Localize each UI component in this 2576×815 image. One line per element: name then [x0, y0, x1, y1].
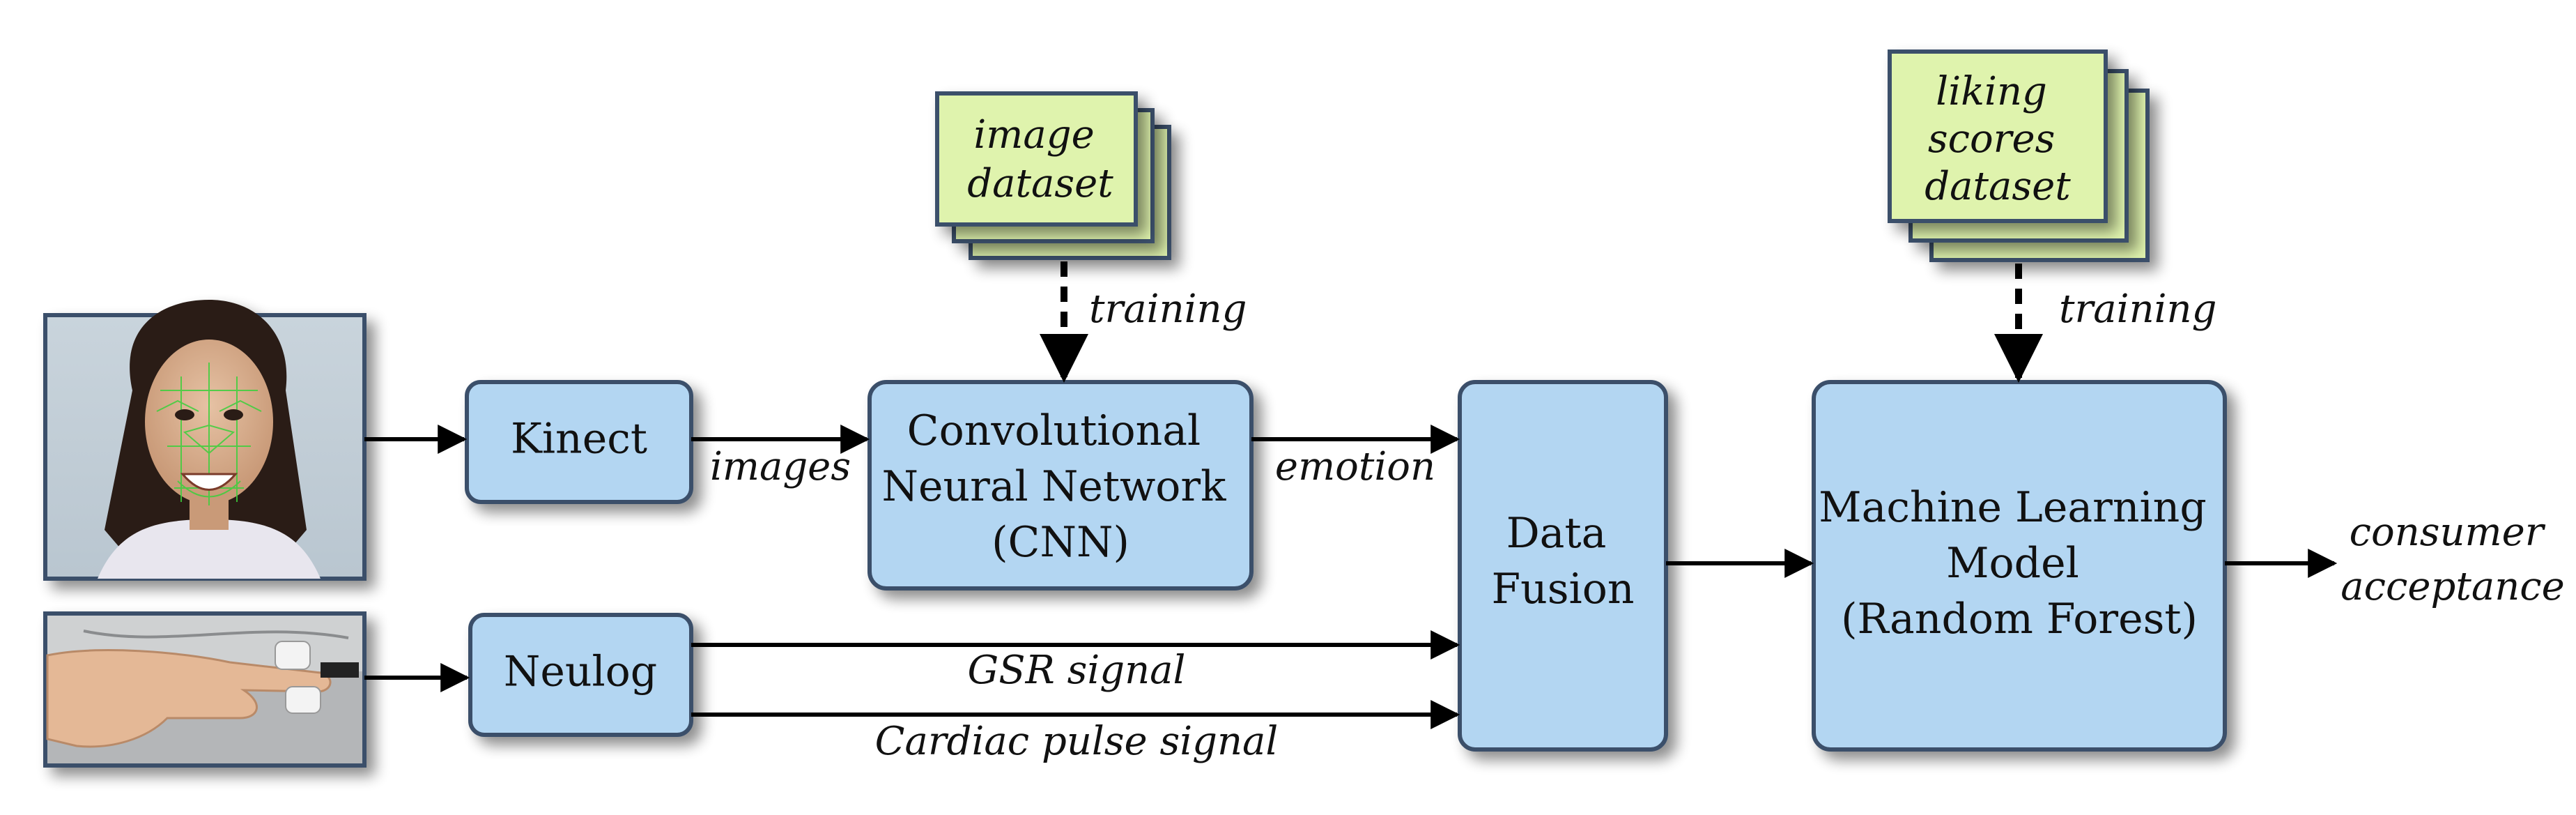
data-fusion-box: Data Fusion — [1458, 380, 1668, 752]
kinect-label: Kinect — [511, 415, 647, 464]
cnn-box: Convolutional Neural Network (CNN) — [867, 380, 1254, 591]
image-dataset-line-1: image — [973, 112, 1094, 158]
image-dataset-stack: image dataset — [935, 91, 1171, 260]
ml-model-box: Machine Learning Model (Random Forest) — [1812, 380, 2227, 752]
cnn-label-line-3: (CNN) — [992, 518, 1129, 567]
image-dataset-label: image dataset — [967, 112, 1113, 206]
data-fusion-label: Data Fusion — [1491, 509, 1634, 614]
ml-model-label-line-2: Model — [1946, 539, 2079, 588]
liking-dataset-line-2: scores — [1928, 116, 2055, 162]
cnn-label-line-2: Neural Network — [881, 462, 1226, 511]
edge-label-images: images — [710, 444, 851, 489]
liking-dataset-line-3: dataset — [1925, 164, 2071, 209]
ml-model-label-line-3: (Random Forest) — [1841, 595, 2198, 643]
face-photo — [43, 300, 367, 581]
neulog-label: Neulog — [504, 648, 657, 696]
edge-label-gsr: GSR signal — [968, 648, 1186, 693]
liking-dataset-line-1: liking — [1936, 69, 2047, 114]
liking-dataset-stack: liking scores dataset — [1888, 49, 2150, 262]
data-fusion-label-line-2: Fusion — [1491, 565, 1634, 614]
image-dataset-line-2: dataset — [967, 161, 1113, 206]
ml-model-label-line-1: Machine Learning — [1819, 483, 2207, 532]
output-label-line-2: acceptance — [2340, 564, 2565, 609]
hand-sensor-photo — [43, 611, 367, 768]
edge-label-cardiac: Cardiac pulse signal — [875, 719, 1279, 764]
data-fusion-label-line-1: Data — [1506, 509, 1607, 558]
liking-dataset-label: liking scores dataset — [1925, 69, 2071, 209]
cnn-label-line-1: Convolutional — [907, 406, 1201, 455]
cnn-label: Convolutional Neural Network (CNN) — [881, 406, 1239, 567]
kinect-box: Kinect — [465, 380, 693, 504]
edge-label-training-cnn: training — [1089, 287, 1247, 332]
output-label: consumer acceptance — [2340, 510, 2565, 609]
edge-label-emotion: emotion — [1275, 444, 1435, 489]
ml-model-label: Machine Learning Model (Random Forest) — [1819, 483, 2220, 643]
output-label-line-1: consumer — [2350, 510, 2546, 555]
edge-label-training-ml: training — [2059, 287, 2216, 332]
neulog-box: Neulog — [468, 613, 693, 737]
